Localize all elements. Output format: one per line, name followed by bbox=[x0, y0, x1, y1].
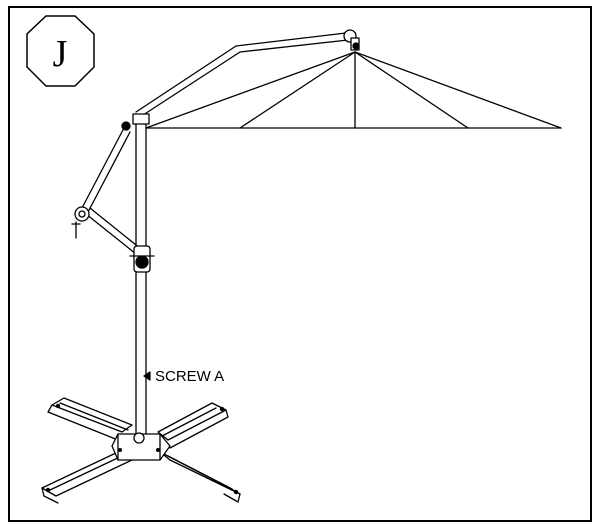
canopy bbox=[145, 51, 562, 129]
step-badge: J bbox=[26, 15, 95, 87]
pole-bracket bbox=[129, 245, 155, 273]
crank-handle bbox=[71, 206, 90, 239]
upper-arm bbox=[135, 32, 349, 118]
screw-a-label: SCREW A bbox=[155, 368, 224, 385]
screw-a-marker bbox=[143, 371, 151, 381]
base-bolts bbox=[45, 403, 239, 495]
step-letter: J bbox=[53, 33, 68, 75]
diagram-frame bbox=[8, 6, 592, 522]
main-pole bbox=[135, 121, 147, 441]
crank-arm bbox=[81, 127, 142, 255]
canopy-hub bbox=[343, 29, 360, 51]
cross-base bbox=[41, 397, 241, 504]
